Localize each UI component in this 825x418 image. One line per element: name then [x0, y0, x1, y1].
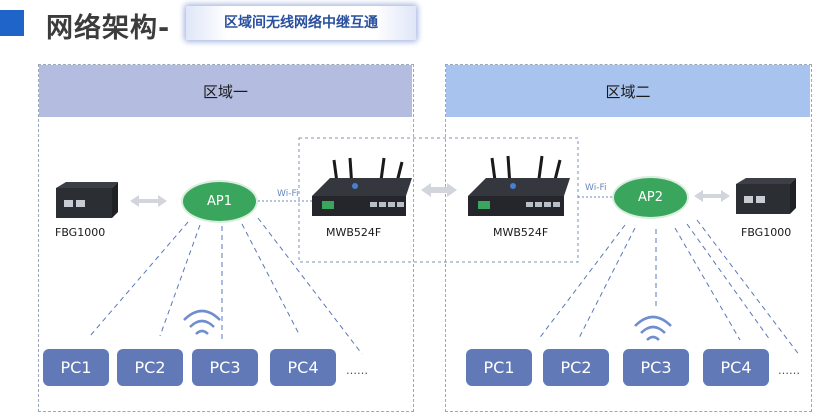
region-one-frame: [38, 64, 414, 412]
pc-node: PC1: [466, 349, 532, 386]
wifi-label: Wi-Fi: [585, 183, 607, 193]
pc-node: PC4: [270, 349, 336, 386]
access-point: AP1: [181, 180, 258, 223]
bridge-label: MWB524F: [326, 226, 382, 239]
more-devices-ellipsis: ……: [346, 364, 368, 377]
double-arrow-icon: [421, 183, 457, 197]
pc-node: PC1: [43, 349, 109, 386]
pc-label: PC3: [640, 358, 672, 377]
subtitle-banner: [186, 6, 416, 40]
region-two-header: 区域二: [446, 65, 810, 117]
page-subtitle: 区域间无线网络中继互通: [224, 15, 378, 31]
pc-label: PC2: [134, 358, 166, 377]
switch-device-icon: [736, 178, 796, 214]
pc-label: PC1: [483, 358, 515, 377]
pc-label: PC4: [287, 358, 319, 377]
bridge-label: MWB524F: [493, 226, 549, 239]
wireless-bridge-icon: [468, 155, 570, 216]
pc-node: PC3: [623, 349, 689, 386]
pc-label: PC2: [560, 358, 592, 377]
wifi-label: Wi-Fi: [277, 189, 299, 199]
wireless-bridge-icon: [312, 157, 412, 216]
pc-node: PC3: [192, 349, 258, 386]
pc-label: PC1: [60, 358, 92, 377]
gateway-label: FBG1000: [55, 226, 106, 239]
more-devices-ellipsis: ……: [778, 364, 800, 377]
double-arrow-icon: [694, 190, 730, 202]
pc-node: PC2: [117, 349, 183, 386]
bridge-link-box: [298, 137, 579, 263]
pc-node: PC4: [703, 349, 769, 386]
page-title: 网络架构-: [46, 13, 171, 44]
gateway-label: FBG1000: [741, 226, 792, 239]
access-point: AP2: [612, 176, 689, 219]
access-point-label: AP1: [206, 194, 232, 209]
region-one-name: 区域一: [202, 82, 248, 101]
pc-label: PC3: [209, 358, 241, 377]
pc-node: PC2: [543, 349, 609, 386]
region-two-frame: [445, 64, 812, 412]
region-two-links: [537, 219, 801, 357]
double-arrow-icon: [130, 195, 167, 207]
access-point-label: AP2: [637, 190, 663, 205]
switch-device-icon: [56, 182, 118, 218]
title-accent-square: [0, 10, 24, 36]
wifi-signal-icon: [634, 315, 672, 341]
wifi-signal-icon: [183, 309, 221, 335]
region-one-links: [89, 217, 363, 355]
pc-label: PC4: [720, 358, 752, 377]
region-two-name: 区域二: [605, 82, 651, 101]
region-one-header: 区域一: [39, 65, 412, 117]
